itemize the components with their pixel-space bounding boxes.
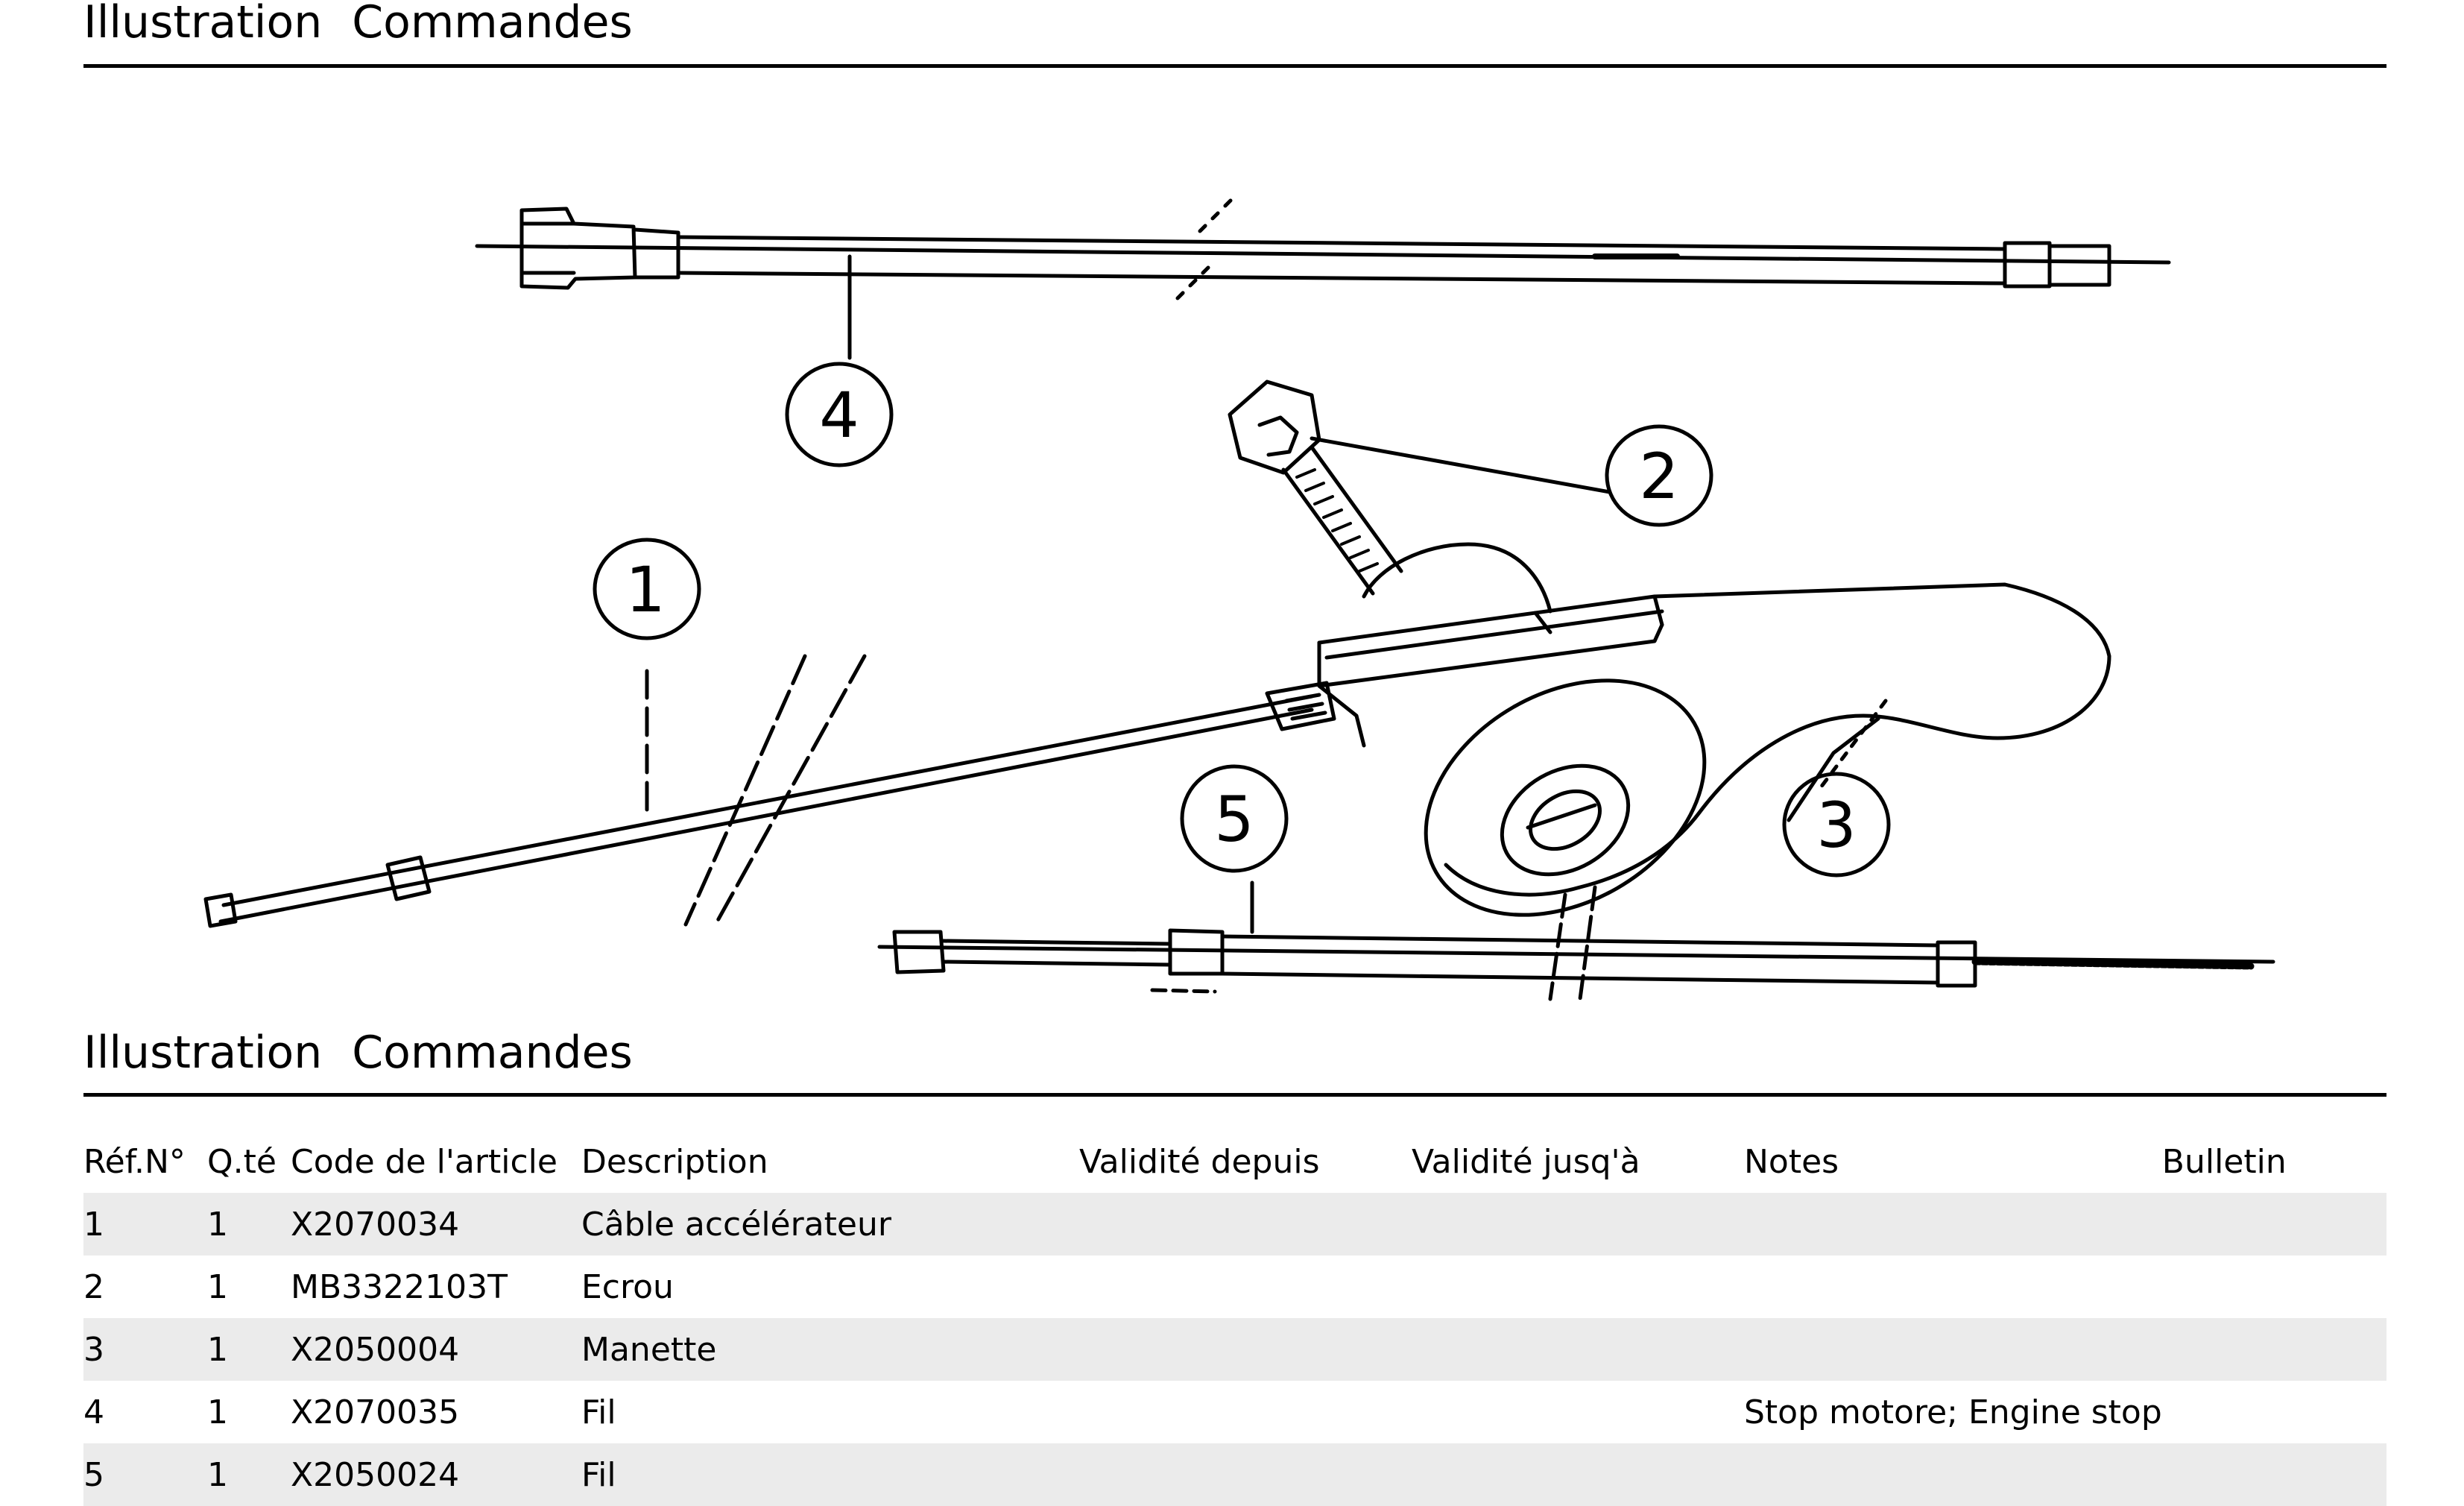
- cell-code: X2070035: [291, 1393, 460, 1431]
- parts-illustration: 1 2 3 4 5: [203, 192, 2275, 1001]
- cell-qty: 1: [207, 1267, 228, 1306]
- column-header-valid-from: Validité depuis: [1079, 1142, 1320, 1181]
- cell-notes: [1744, 1255, 2162, 1318]
- column-header-notes: Notes: [1744, 1142, 1839, 1181]
- cell-notes: Stop motore; Engine stop: [1744, 1393, 2162, 1431]
- callout-4: 4: [819, 379, 859, 452]
- cell-valid-from: [1079, 1193, 1412, 1255]
- cell-valid-from: [1079, 1381, 1412, 1443]
- callout-1: 1: [625, 553, 665, 626]
- part-1-cable-drawing: [203, 654, 1336, 928]
- cell-code: X2050004: [291, 1330, 460, 1369]
- title-word-commandes: Commandes: [352, 1027, 633, 1079]
- cell-ref: 4: [83, 1393, 104, 1431]
- cell-code: MB3322103T: [291, 1267, 508, 1306]
- cell-description: Fil: [581, 1455, 616, 1494]
- cell-bulletin: [2162, 1318, 2386, 1381]
- part-4-cable-drawing: [475, 192, 2171, 360]
- table-row[interactable]: 3 1 X2050004 Manette: [83, 1318, 2386, 1381]
- cell-description: Câble accélérateur: [581, 1205, 891, 1244]
- cell-ref: 3: [83, 1330, 104, 1369]
- cell-valid-to: [1412, 1443, 1744, 1506]
- part-2-nut-drawing: [1228, 379, 1612, 596]
- table-row[interactable]: 4 1 X2070035 Fil Stop motore; Engine sto…: [83, 1381, 2386, 1443]
- title-word-illustration: Illustration: [83, 1027, 323, 1079]
- cell-bulletin: [2162, 1381, 2386, 1443]
- callout-circles: [593, 362, 1891, 878]
- table-row[interactable]: 5 1 X2050024 Fil: [83, 1443, 2386, 1506]
- title-word-commandes: Commandes: [352, 0, 633, 48]
- cell-code: X2070034: [291, 1205, 460, 1244]
- cell-valid-from: [1079, 1443, 1412, 1506]
- cell-code: X2050024: [291, 1455, 460, 1494]
- title-word-illustration: Illustration: [83, 0, 323, 48]
- column-header-code: Code de l'article: [291, 1142, 557, 1181]
- part-3-lever-drawing: [1317, 542, 2111, 1001]
- cell-description: Fil: [581, 1393, 616, 1431]
- cell-qty: 1: [207, 1205, 228, 1244]
- title-divider-bottom: [83, 1093, 2386, 1097]
- column-header-valid-to: Validité jusq'à: [1412, 1142, 1640, 1181]
- cell-qty: 1: [207, 1330, 228, 1369]
- cell-bulletin: [2162, 1443, 2386, 1506]
- cell-ref: 5: [83, 1455, 104, 1494]
- part-5-cable-drawing: [877, 880, 2275, 994]
- cell-valid-to: [1412, 1381, 1744, 1443]
- cell-ref: 1: [83, 1205, 104, 1244]
- title-divider-top: [83, 64, 2386, 68]
- column-header-ref: Réf.N°: [83, 1142, 186, 1181]
- table-header-row: Réf.N° Q.té Code de l'article Descriptio…: [83, 1130, 2386, 1193]
- cell-valid-to: [1412, 1318, 1744, 1381]
- callout-2: 2: [1639, 440, 1678, 513]
- column-header-bulletin: Bulletin: [2161, 1142, 2287, 1181]
- cell-valid-from: [1079, 1255, 1412, 1318]
- cell-valid-from: [1079, 1318, 1412, 1381]
- table-row[interactable]: 1 1 X2070034 Câble accélérateur: [83, 1193, 2386, 1255]
- cell-ref: 2: [83, 1267, 104, 1306]
- cell-bulletin: [2162, 1255, 2386, 1318]
- cell-description: Ecrou: [581, 1267, 674, 1306]
- table-row[interactable]: 2 1 MB3322103T Ecrou: [83, 1255, 2386, 1318]
- cell-notes: [1744, 1193, 2162, 1255]
- cell-qty: 1: [207, 1455, 228, 1494]
- cell-valid-to: [1412, 1193, 1744, 1255]
- cell-valid-to: [1412, 1255, 1744, 1318]
- column-header-description: Description: [581, 1142, 768, 1181]
- cell-bulletin: [2162, 1193, 2386, 1255]
- cell-notes: [1744, 1318, 2162, 1381]
- cell-notes: [1744, 1443, 2162, 1506]
- section-title-top: Illustration Commandes: [83, 0, 633, 45]
- cell-description: Manette: [581, 1330, 717, 1369]
- callout-5: 5: [1214, 783, 1254, 856]
- column-header-qty: Q.té: [207, 1142, 277, 1181]
- cell-qty: 1: [207, 1393, 228, 1431]
- callout-3: 3: [1816, 789, 1856, 862]
- parts-table: Réf.N° Q.té Code de l'article Descriptio…: [83, 1130, 2386, 1506]
